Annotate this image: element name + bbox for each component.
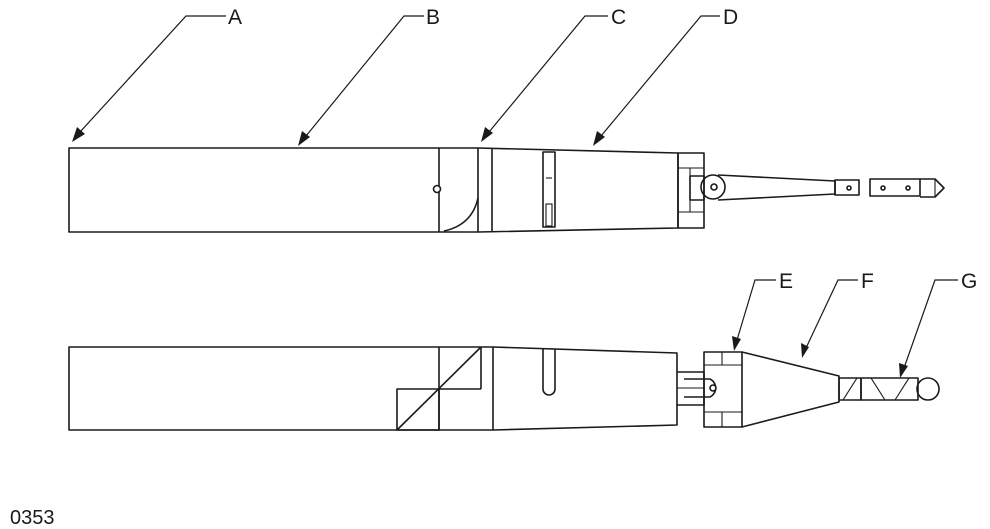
bottom-tip-segment-2 xyxy=(860,377,919,401)
bottom-tip-diag-1 xyxy=(870,377,886,401)
top-view xyxy=(68,147,945,233)
top-slot-inner xyxy=(545,203,553,227)
top-tip-pin-3 xyxy=(905,185,911,191)
top-body-section-a xyxy=(68,147,479,233)
bottom-keyhole-slot xyxy=(542,349,556,396)
bottom-view xyxy=(68,346,940,431)
callout-a-label: A xyxy=(228,6,242,29)
bottom-body-section-c xyxy=(492,346,678,431)
callout-c-label: C xyxy=(611,6,626,29)
bottom-hatch-box xyxy=(396,388,440,431)
top-body-pin xyxy=(432,184,442,194)
callout-e: E xyxy=(732,270,793,351)
bottom-tip-diag-2 xyxy=(894,377,910,401)
callout-g-label: G xyxy=(961,270,977,293)
top-tip-pin-2 xyxy=(880,185,886,191)
callout-a: A xyxy=(72,6,242,142)
top-slot xyxy=(542,151,556,228)
top-tip-point xyxy=(920,178,945,198)
figure-id: 0353 xyxy=(10,507,55,529)
bottom-tip-diag-3 xyxy=(842,377,858,401)
top-tip-segment-2 xyxy=(869,178,921,197)
callout-f: F xyxy=(801,270,874,358)
top-body-fillet xyxy=(443,197,479,232)
bottom-block-e-pin xyxy=(709,384,717,392)
callout-b: B xyxy=(298,6,440,146)
callout-g: G xyxy=(899,270,977,378)
top-clevis-pin xyxy=(710,183,718,191)
top-tip-pin-1 xyxy=(846,185,852,191)
top-clevis-ring xyxy=(700,174,726,200)
top-tip-segment-1 xyxy=(834,179,860,196)
callout-f-label: F xyxy=(861,270,874,293)
callout-d-label: D xyxy=(723,6,738,29)
top-body-section-c xyxy=(477,147,679,233)
callout-d: D xyxy=(593,6,738,146)
top-clevis xyxy=(689,175,705,201)
top-arm xyxy=(717,174,836,201)
bottom-taper-f xyxy=(741,351,840,428)
callout-b-label: B xyxy=(426,6,440,29)
bottom-tip-ball xyxy=(916,377,940,401)
callout-c: C xyxy=(481,6,626,142)
top-end-block xyxy=(677,152,705,229)
callout-e-label: E xyxy=(779,270,793,293)
